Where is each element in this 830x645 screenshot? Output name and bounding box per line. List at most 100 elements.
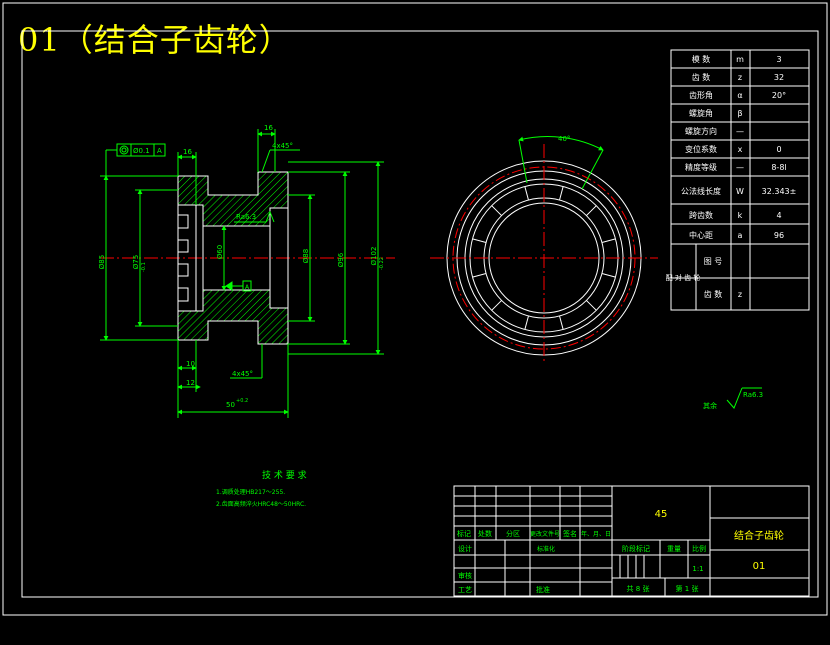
dim-d102-tol: -0.22 <box>379 257 385 270</box>
tb-count: 处数 <box>478 529 492 538</box>
tb-scale: 1:1 <box>692 565 703 573</box>
tb-sign: 签名 <box>563 529 577 538</box>
param-sym-2: α <box>737 91 742 100</box>
tech-requirements: 技 术 要 求 1.调质处理HB217～255. 2.齿面高频淬火HRC48～5… <box>216 469 307 508</box>
tooth-slot-line <box>559 186 564 201</box>
dim-d96: Ø96 <box>337 252 345 267</box>
tb-weight: 重量 <box>667 545 681 553</box>
tooth-slot-line <box>491 300 502 311</box>
dim-angle: 40° <box>558 135 570 143</box>
tb-design: 设计 <box>458 544 472 553</box>
param-sym-4: — <box>736 127 744 136</box>
param-name-5: 变位系数 <box>685 144 717 154</box>
param-sym-8: k <box>738 211 743 220</box>
tb-review: 审核 <box>458 571 472 580</box>
inner-frame <box>21 30 819 598</box>
param-val-6: 8-8l <box>771 163 786 172</box>
dim-w10: 10 <box>186 360 195 368</box>
param-name-7: 公法线长度 <box>681 186 721 196</box>
param-name-2: 齿形角 <box>689 90 713 100</box>
param-name-1: 齿 数 <box>692 72 711 82</box>
tol-frame-value: Ø0.1 <box>133 147 150 155</box>
param-sym-5: x <box>738 145 743 154</box>
param-val-8: 4 <box>776 211 781 220</box>
other-rough: Ra6.3 <box>743 391 763 399</box>
tb-mark: 标记 <box>457 529 471 538</box>
dim-d60: Ø60 <box>216 245 224 259</box>
tooth-slot-line <box>524 315 529 330</box>
tooth-slot-line <box>491 205 502 216</box>
tooth-slot-line <box>586 300 597 311</box>
dim-d75: Ø75 <box>132 255 140 269</box>
tooth-slot-line <box>601 238 616 243</box>
dim-d75-tol: -0.1 <box>141 262 147 272</box>
param-name-4: 螺旋方向 <box>685 126 717 136</box>
end-view: 40° <box>430 135 658 362</box>
tooth-slot-line <box>524 186 529 201</box>
tb-sheets-total: 共 8 张 <box>627 584 650 593</box>
outer-frame <box>2 2 828 616</box>
tb-doc: 更改文件号 <box>530 530 560 538</box>
title-block: 标记 处数 分区 更改文件号 签名 年、月、日 设计 标准化 审核 工艺 批准 … <box>453 485 810 597</box>
tb-sheet-no: 第 1 张 <box>676 584 699 593</box>
param-name-3: 螺旋角 <box>689 108 713 118</box>
param-sym-3: β <box>737 109 742 118</box>
other-surfaces: 其余 Ra6.3 <box>703 387 763 410</box>
dim-chamfer-top: 4x45° <box>272 142 293 150</box>
pair-label: 配 对 齿 轮 <box>666 273 701 282</box>
tb-process: 工艺 <box>458 586 472 594</box>
section-view: 16 16 4x45° 4x45° Ø0.1 A Ra6.3 A Ø85 Ø75… <box>98 124 395 418</box>
tol-frame-datum: A <box>157 147 162 155</box>
page-title: 01（结合子齿轮） <box>18 21 292 59</box>
dim-w50-tol: +0.2 <box>236 398 248 404</box>
tb-approve: 批准 <box>536 585 550 594</box>
tooth-slot-line <box>472 238 487 243</box>
tb-std: 标准化 <box>537 545 555 553</box>
param-sym-0: m <box>736 55 744 64</box>
dim-d88: Ø88 <box>302 249 310 263</box>
tech-line-1: 1.调质处理HB217～255. <box>216 488 285 496</box>
param-name-9: 中心距 <box>689 230 713 240</box>
tooth-slots <box>472 186 616 330</box>
dim-w50: 50 <box>226 401 235 409</box>
dim-chamfer-bot: 4x45° <box>232 370 253 378</box>
dim-w12: 12 <box>186 379 195 387</box>
datum-label: A <box>245 284 250 291</box>
tooth-slot-line <box>559 315 564 330</box>
param-sym-6: — <box>736 163 744 172</box>
param-sym-9: a <box>738 231 743 240</box>
pair-name-0: 图 号 <box>704 257 723 266</box>
tooth-slot-line <box>472 273 487 278</box>
dim-d102: Ø102 <box>370 247 378 266</box>
rough-mark: Ra6.3 <box>236 213 256 221</box>
param-val-1: 32 <box>774 73 784 82</box>
tb-part-name: 结合子齿轮 <box>734 529 784 542</box>
tb-stage: 阶段标记 <box>622 544 650 553</box>
param-name-0: 模 数 <box>692 54 711 64</box>
param-val-7: 32.343± <box>762 187 797 196</box>
tech-title: 技 术 要 求 <box>262 469 307 481</box>
param-name-8: 跨齿数 <box>689 210 713 220</box>
dim-top16: 16 <box>264 124 273 132</box>
tb-material: 45 <box>655 509 668 520</box>
param-sym-1: z <box>738 73 742 82</box>
other-label: 其余 <box>703 401 717 410</box>
param-val-5: 0 <box>776 145 781 154</box>
tb-zone: 分区 <box>506 529 520 538</box>
pair-name-1: 齿 数 <box>704 289 723 299</box>
param-val-2: 20° <box>772 91 786 100</box>
tb-date: 年、月、日 <box>581 530 611 538</box>
tech-line-2: 2.齿面高频淬火HRC48～50HRC. <box>216 500 306 508</box>
tb-scale-h: 比例 <box>692 544 706 553</box>
pair-sym-1: z <box>738 290 742 299</box>
dim-left16: 16 <box>183 148 192 156</box>
param-sym-7: W <box>736 187 744 196</box>
tooth-slot-line <box>601 273 616 278</box>
param-name-6: 精度等级 <box>685 162 717 172</box>
param-val-0: 3 <box>776 55 781 64</box>
dim-d85: Ø85 <box>98 255 106 269</box>
gear-param-table: 模 数 m 3 齿 数 z 32 齿形角 α 20° 螺旋角 β 螺旋方向 — … <box>666 49 810 311</box>
param-val-9: 96 <box>774 231 784 240</box>
tooth-slot-line <box>586 205 597 216</box>
